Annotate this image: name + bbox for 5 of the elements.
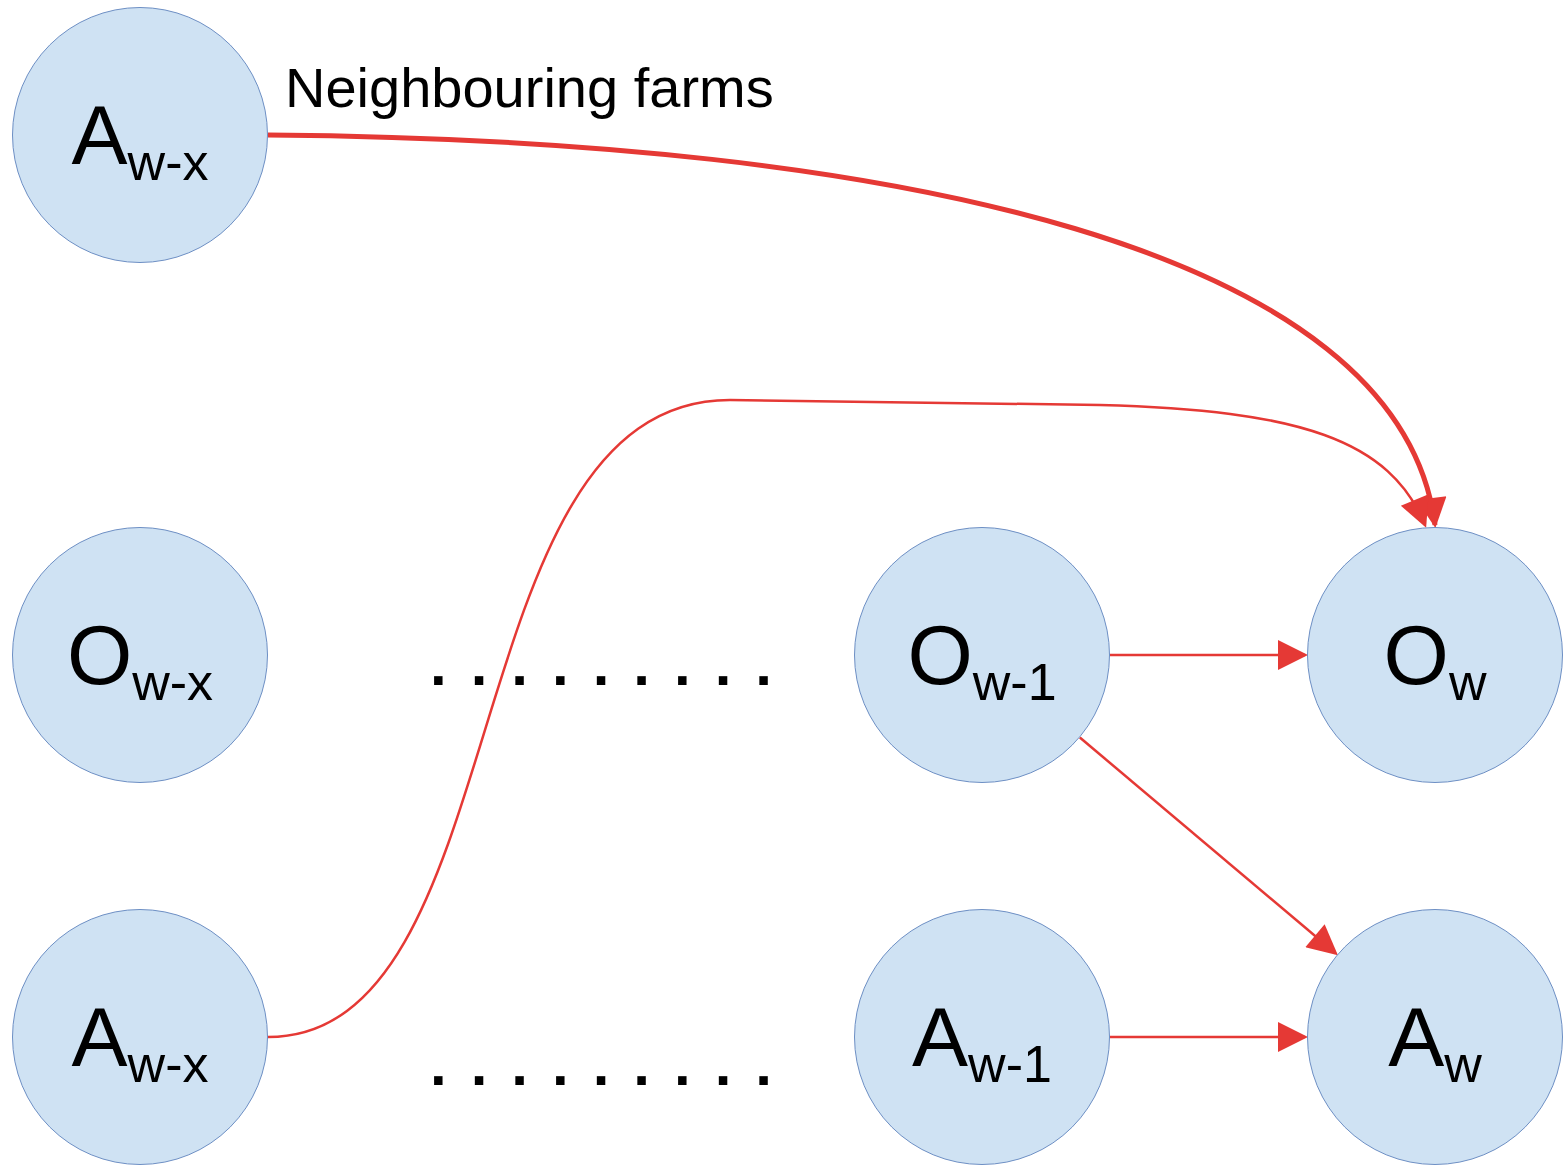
arrow	[1110, 1022, 1308, 1052]
arrow	[1079, 736, 1338, 956]
arrow	[1110, 640, 1308, 670]
ellipsis-dots: .........	[430, 1035, 797, 1095]
arrow	[267, 398, 1427, 1039]
